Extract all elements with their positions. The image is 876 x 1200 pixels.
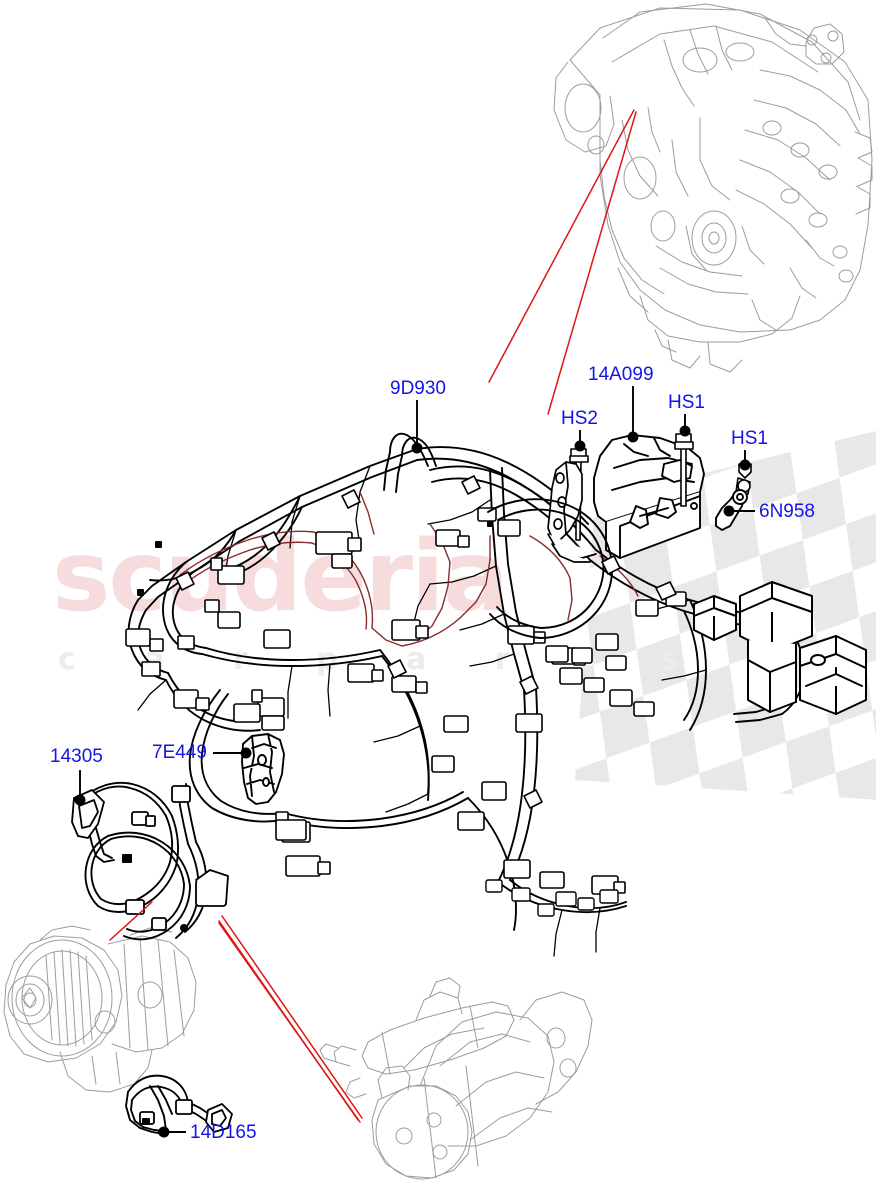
label-6n958[interactable]: 6N958 — [759, 501, 815, 522]
label-9d930[interactable]: 9D930 — [390, 378, 446, 399]
starter-motor-ghost — [319, 977, 593, 1180]
label-14a099[interactable]: 14A099 — [588, 364, 654, 385]
callout-to-engine-block — [488, 109, 637, 415]
junction-box-group — [693, 581, 867, 715]
part-14A099-cover — [593, 434, 705, 559]
label-hs1-lower[interactable]: HS1 — [731, 428, 768, 449]
label-14305[interactable]: 14305 — [50, 746, 103, 767]
engine-block-ghost — [553, 3, 873, 373]
part-7E449-bracket — [241, 733, 285, 805]
alternator-ghost — [3, 925, 197, 1093]
callout-to-alternator — [109, 901, 153, 941]
harness-big-loop — [487, 498, 614, 639]
harness-detail-clusters — [485, 879, 619, 917]
harness-support-bracket — [547, 461, 597, 563]
label-hs1-upper[interactable]: HS1 — [668, 392, 705, 413]
label-14d165[interactable]: 14D165 — [190, 1122, 257, 1143]
fastener-group — [569, 433, 752, 541]
label-hs2[interactable]: HS2 — [561, 408, 598, 429]
label-7e449[interactable]: 7E449 — [152, 742, 207, 763]
part-14D165-cable — [125, 1074, 213, 1135]
callout-to-starter-motor — [218, 915, 363, 1123]
harness-clamps — [175, 475, 677, 809]
